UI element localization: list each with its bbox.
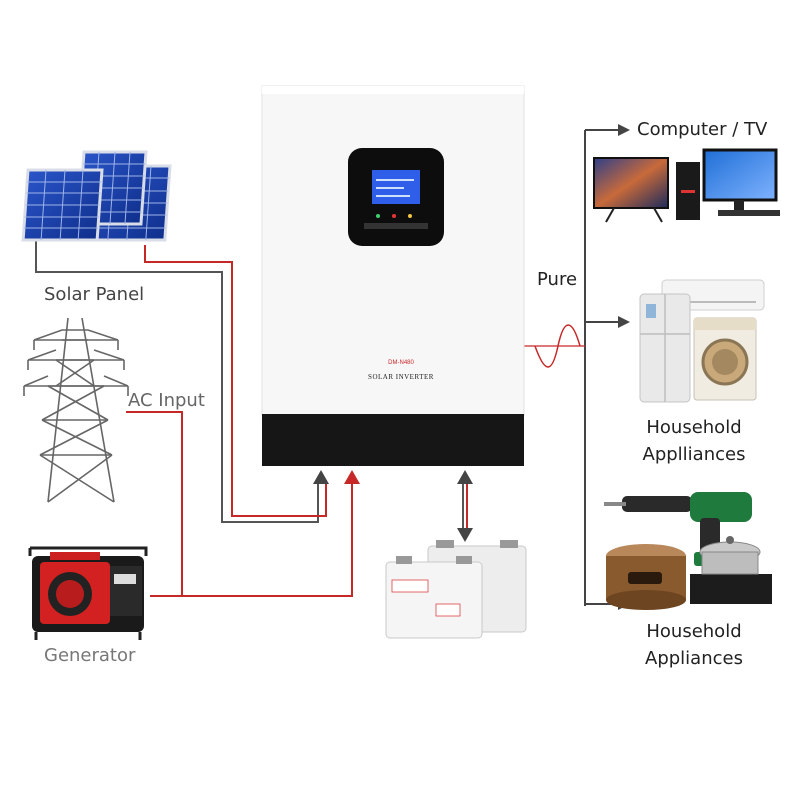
refrigerator-icon bbox=[639, 293, 691, 403]
arrow-up-ac bbox=[344, 470, 360, 484]
sine-wave-icon bbox=[534, 324, 581, 368]
household-appliances-label-1: Household Applliances bbox=[622, 414, 766, 468]
stove-icon bbox=[690, 536, 772, 604]
arrow-up-dc bbox=[313, 470, 329, 484]
battery-arrow-up bbox=[457, 470, 473, 484]
arrow-right-top bbox=[618, 124, 630, 136]
rice-cooker-icon bbox=[606, 544, 686, 610]
computer-tv-label: Computer / TV bbox=[637, 119, 768, 140]
solar-panel-label: Solar Panel bbox=[44, 284, 145, 305]
generator-label: Generator bbox=[44, 645, 136, 666]
solar-panel-icon bbox=[21, 150, 172, 242]
battery-icon bbox=[385, 540, 527, 639]
household-appliances-label-2: Household Appliances bbox=[622, 618, 766, 672]
tv-icon bbox=[593, 157, 669, 223]
battery-arrow-down bbox=[457, 528, 473, 542]
household-1-line2: Applliances bbox=[642, 444, 746, 465]
household-2-line2: Appliances bbox=[645, 648, 743, 669]
household-2-line1: Household bbox=[646, 621, 742, 642]
computer-icon bbox=[676, 148, 780, 220]
washing-machine-icon bbox=[693, 317, 757, 401]
ac-input-label: AC Input bbox=[128, 390, 205, 411]
inverter-model-label: DM-N480 bbox=[388, 360, 414, 366]
inverter-name-label: SOLAR INVERTER bbox=[368, 373, 434, 381]
inverter-icon bbox=[261, 85, 525, 466]
generator-icon bbox=[28, 546, 148, 640]
transmission-tower-icon bbox=[23, 317, 129, 503]
pure-label: Pure bbox=[537, 269, 578, 290]
solar-wire-red bbox=[144, 245, 327, 517]
arrow-right-mid bbox=[618, 316, 630, 328]
household-1-line1: Household bbox=[646, 417, 742, 438]
